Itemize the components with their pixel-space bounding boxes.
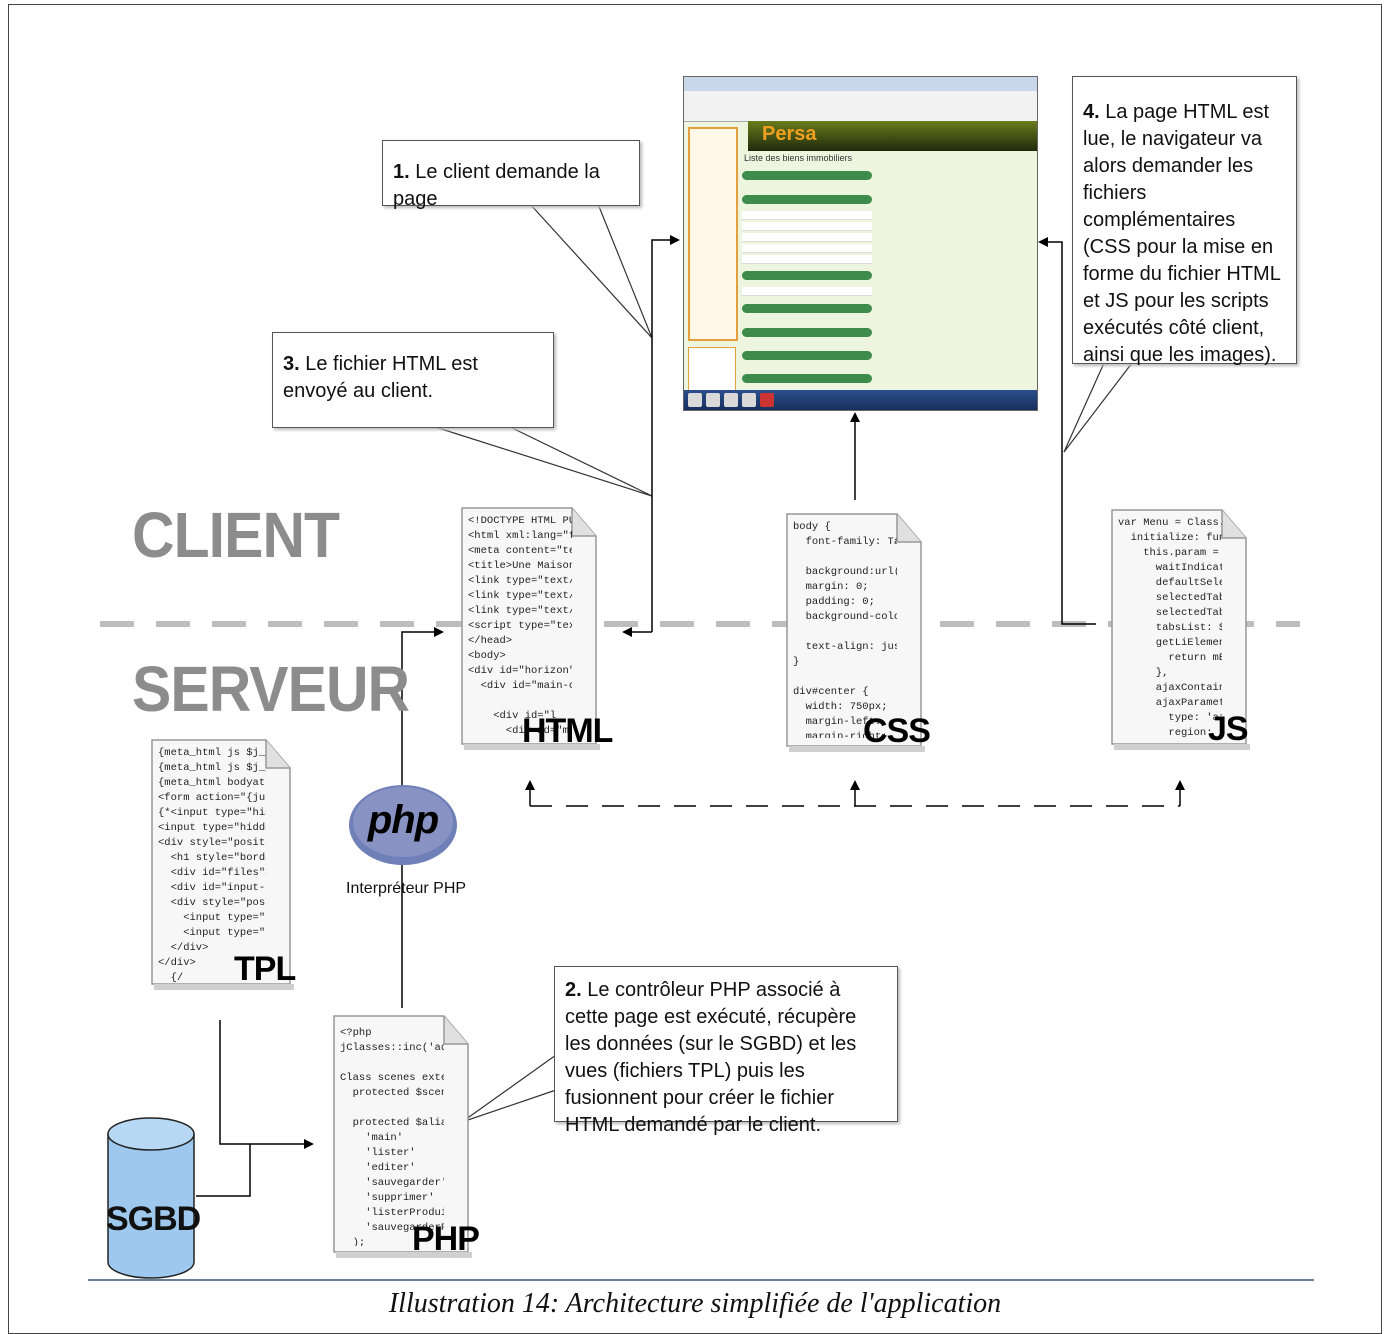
php-file: <?php jClasses::inc('admi Class scenes e… (330, 1012, 480, 1260)
arrow-php-to-html (401, 627, 444, 1008)
site-banner: Persa (748, 121, 1037, 151)
css-code: body { font-family: Taho background:url(… (793, 521, 897, 738)
callout-step-2: 2. Le contrôleur PHP associé à cette pag… (554, 966, 898, 1136)
php-interpreter-label: Interpréteur PHP (346, 880, 467, 897)
site-brand: Persa (762, 123, 817, 145)
js-label: JS (1208, 710, 1249, 748)
line-sgbd (196, 1144, 251, 1197)
site-menu (688, 127, 738, 341)
css-file: body { font-family: Taho background:url(… (783, 510, 931, 754)
browser-screenshot: Persa Liste des biens immobiliers (683, 76, 1038, 411)
callout1-tail (529, 203, 653, 339)
callout-step-1: 1. Le client demande la page (382, 140, 640, 210)
callout-step-3: 3. Le fichier HTML est envoyé au client. (272, 332, 554, 428)
js-file: var Menu = Class.cr initialize: funct th… (1108, 506, 1252, 752)
sgbd-database: SGBD (106, 1116, 201, 1280)
callout2-tail (461, 1054, 557, 1123)
css-label: CSS (863, 712, 931, 750)
arrow-tpl-to-php (219, 1020, 314, 1149)
php-label: PHP (412, 1220, 480, 1258)
html-file: <!DOCTYPE HTML PUBL <html xml:lang="fr_ … (458, 504, 613, 752)
php-code: <?php jClasses::inc('admi Class scenes e… (340, 1027, 444, 1246)
html-label: HTML (522, 712, 613, 750)
tpl-label: TPL (234, 950, 296, 988)
tpl-file: {meta_html js $j_je {meta_html js $j_je … (148, 736, 296, 992)
php-logo-text: php (367, 798, 439, 842)
figure-caption: Illustration 14: Architecture simplifiée… (388, 1288, 1002, 1319)
php-logo: php (348, 784, 458, 866)
site-heading: Liste des biens immobiliers (744, 153, 853, 163)
html-code: <!DOCTYPE HTML PUBL <html xml:lang="fr_ … (468, 515, 572, 737)
callout3-tail (431, 425, 653, 497)
taskbar (684, 390, 1037, 410)
zone-client-label: CLIENT (132, 499, 340, 571)
tpl-code: {meta_html js $j_je {meta_html js $j_je … (158, 747, 266, 982)
callout-step-4: 4. La page HTML est lue, le navigateur v… (1072, 76, 1297, 366)
arrow-request (651, 235, 680, 632)
sgbd-label: SGBD (106, 1200, 201, 1238)
callout4-tail (1063, 362, 1133, 453)
js-code: var Menu = Class.cr initialize: funct th… (1118, 517, 1222, 738)
zone-server-label: SERVEUR (132, 653, 410, 725)
arrow-js-up (1038, 237, 1096, 625)
